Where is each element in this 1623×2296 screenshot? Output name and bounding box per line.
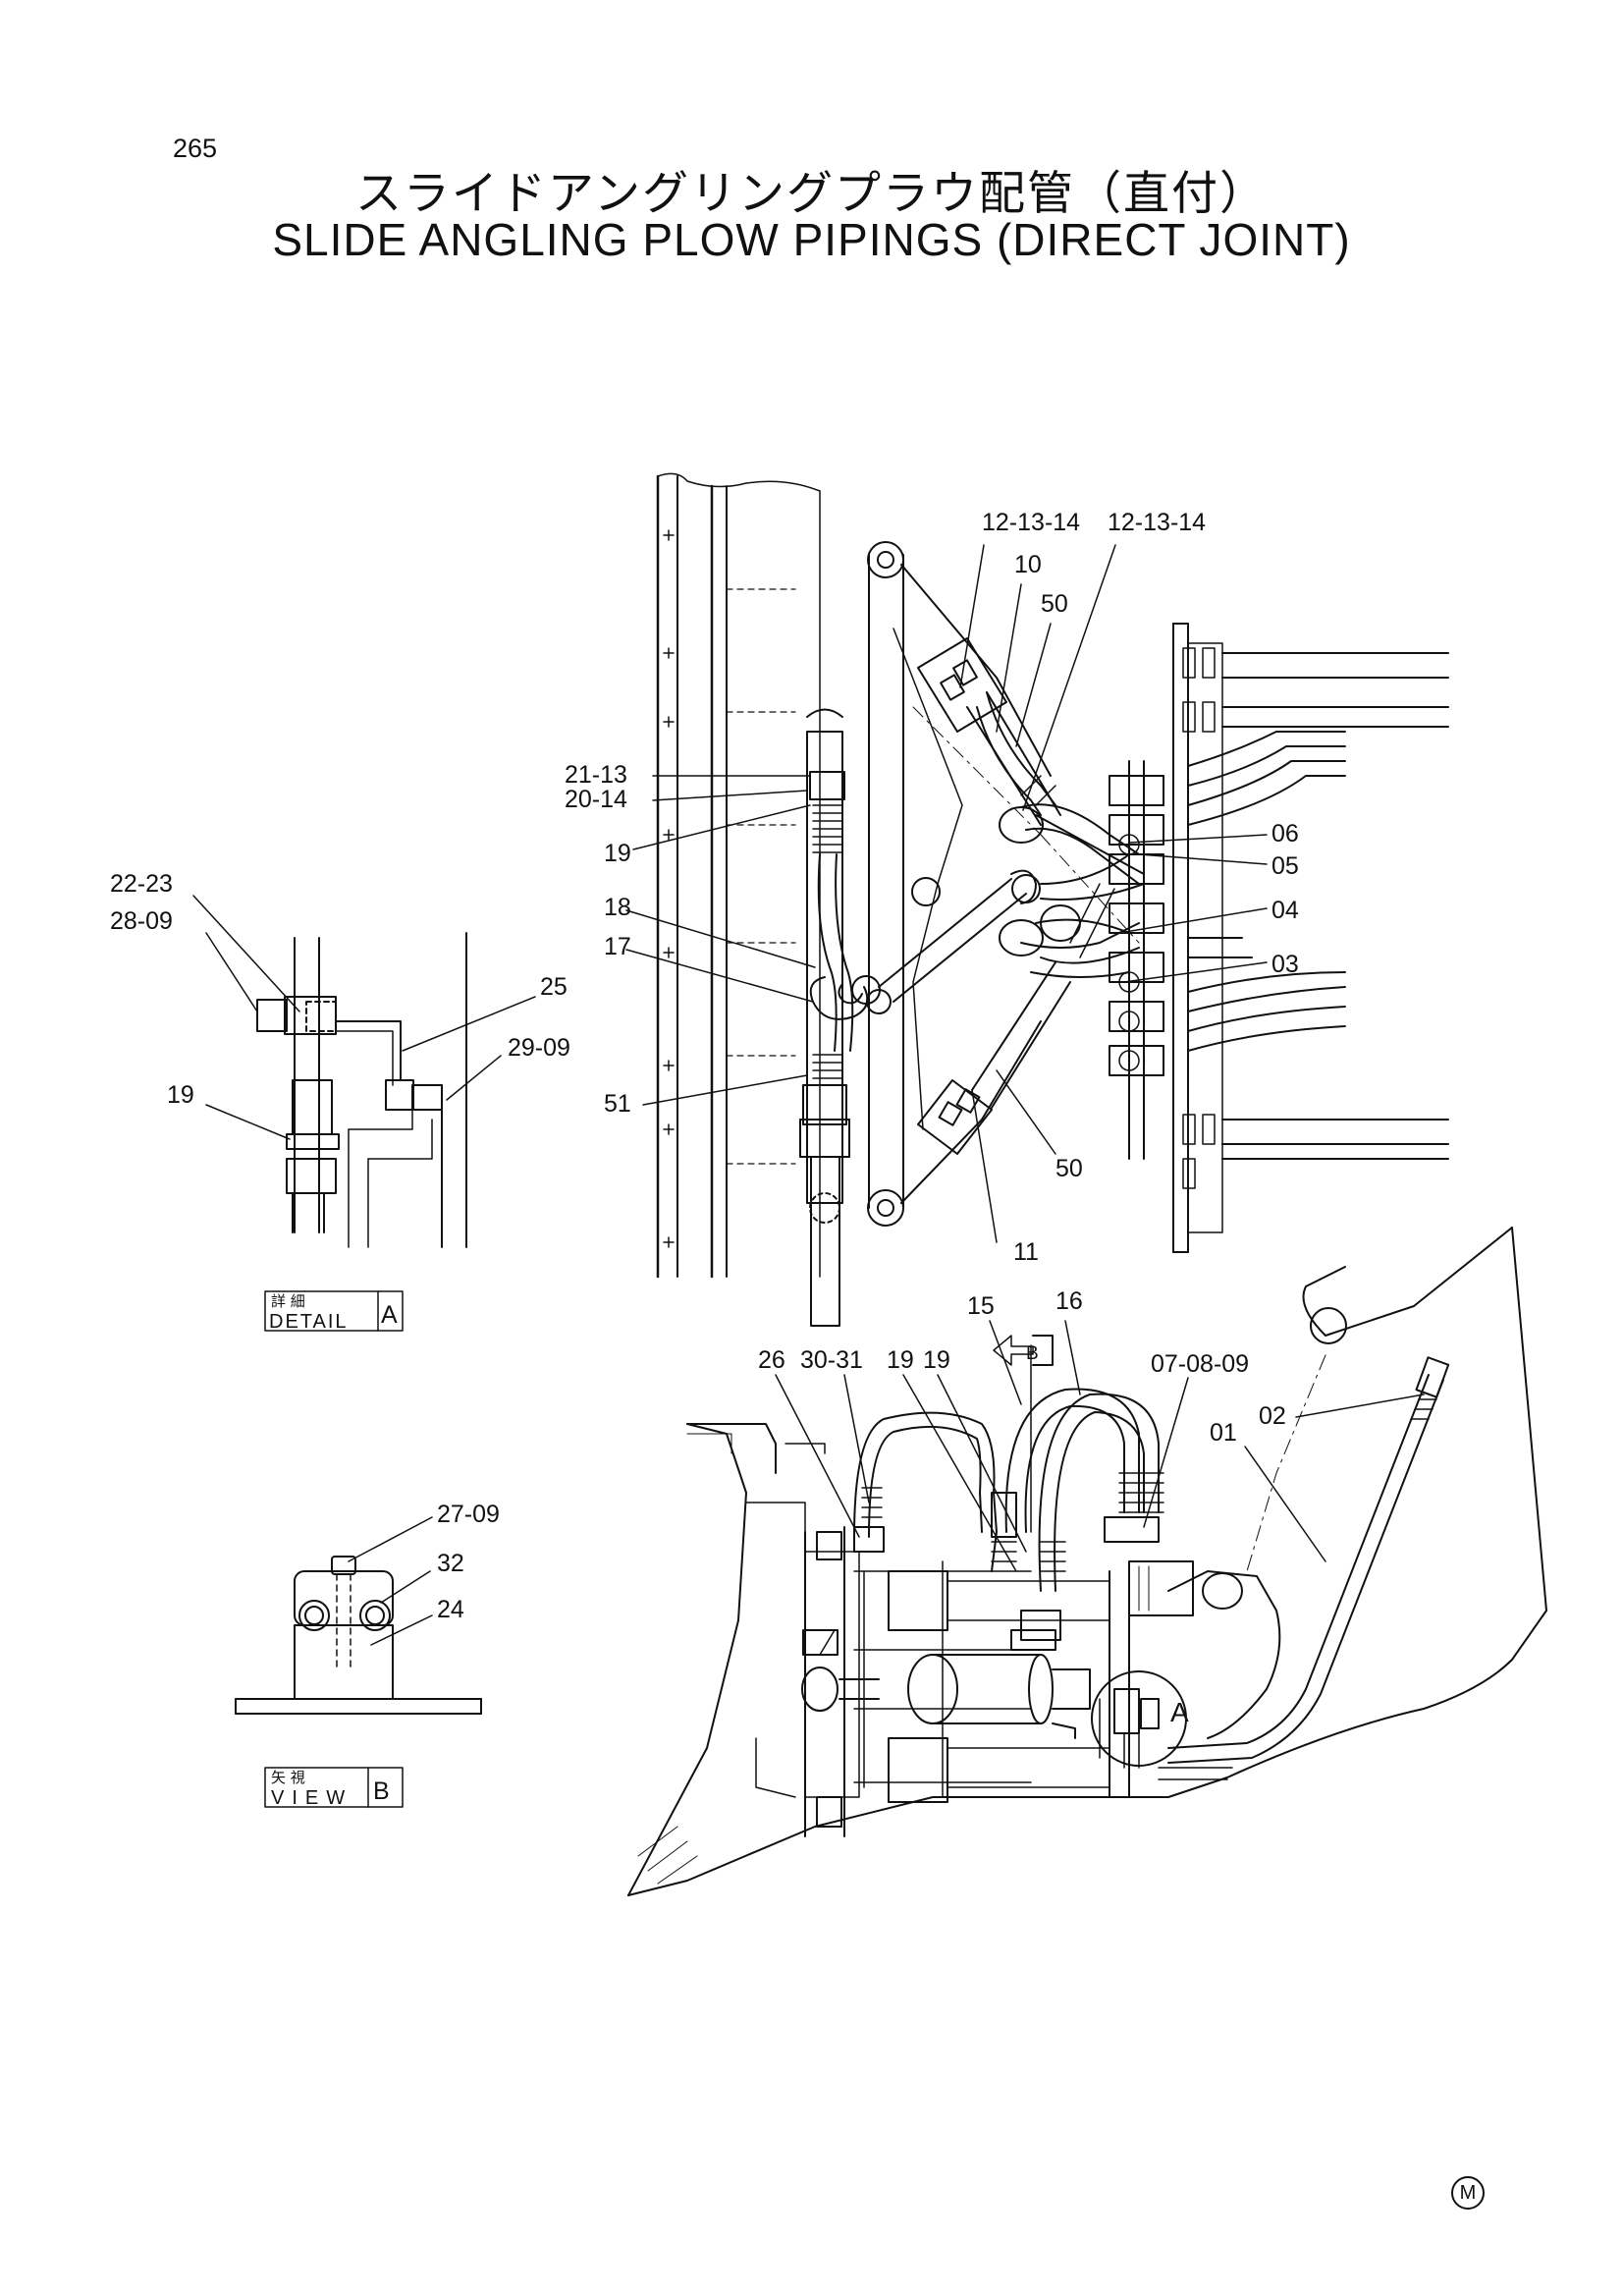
callout-05: 05 xyxy=(1271,852,1299,880)
callout-28-09: 28-09 xyxy=(110,907,173,935)
callout-30-31: 30-31 xyxy=(800,1346,863,1374)
callout-15: 15 xyxy=(967,1292,995,1320)
callout-04: 04 xyxy=(1271,897,1299,924)
detail-a-leaders xyxy=(192,895,536,1140)
detail-a-marker: A xyxy=(1170,1697,1189,1727)
detail-a-view xyxy=(256,932,467,1248)
callout-21-13: 21-13 xyxy=(565,761,627,789)
callout-07-08-09: 07-08-09 xyxy=(1151,1350,1249,1378)
callout-16: 16 xyxy=(1055,1287,1083,1315)
callout-11: 11 xyxy=(1013,1238,1039,1266)
callout-03: 03 xyxy=(1271,951,1299,978)
detail-a-caption-en: DETAIL xyxy=(269,1311,349,1333)
view-b-arrow-letter: B xyxy=(1026,1343,1039,1364)
lower-view-leaders xyxy=(775,1320,1425,1572)
callout-01: 01 xyxy=(1210,1419,1237,1447)
callout-10: 10 xyxy=(1014,551,1042,578)
lower-view xyxy=(627,1227,1547,1896)
callout-19-detail: 19 xyxy=(167,1081,194,1109)
callout-19-lower-b: 19 xyxy=(923,1346,950,1374)
detail-a-caption: 詳 細 DETAIL A xyxy=(264,1290,404,1333)
callout-32: 32 xyxy=(437,1550,464,1577)
view-b-callouts: 27-09 32 24 xyxy=(437,1501,500,1623)
page-number: 265 xyxy=(173,134,218,163)
callout-12-13-14-a: 12-13-14 xyxy=(982,509,1080,536)
callout-06: 06 xyxy=(1271,820,1299,847)
lower-view-callouts: 15 16 26 30-31 19 19 07-08-09 02 01 A B xyxy=(758,1287,1286,1727)
detail-a-callouts: 22-23 28-09 25 29-09 19 xyxy=(110,870,570,1109)
callout-29-09: 29-09 xyxy=(508,1034,570,1062)
callout-24: 24 xyxy=(437,1596,464,1623)
main-view xyxy=(656,472,1449,1327)
callout-17: 17 xyxy=(604,933,631,960)
view-b-view xyxy=(235,1556,482,1715)
title-english: SLIDE ANGLING PLOW PIPINGS (DIRECT JOINT… xyxy=(272,214,1351,265)
corner-mark: M xyxy=(1451,2176,1485,2210)
view-b-caption-letter: B xyxy=(373,1777,390,1805)
callout-22-23: 22-23 xyxy=(110,870,173,898)
main-view-leaders xyxy=(625,544,1268,1243)
callout-12-13-14-b: 12-13-14 xyxy=(1108,509,1206,536)
callout-27-09: 27-09 xyxy=(437,1501,500,1528)
callout-25: 25 xyxy=(540,973,568,1001)
view-b-caption-en: VIEW xyxy=(271,1787,352,1809)
callout-19-lower-a: 19 xyxy=(887,1346,914,1374)
detail-a-caption-jp: 詳 細 xyxy=(271,1292,305,1310)
callout-02: 02 xyxy=(1259,1402,1286,1430)
callout-51: 51 xyxy=(604,1090,631,1118)
view-b-caption: 矢 視 VIEW B xyxy=(264,1767,404,1809)
callout-19-main: 19 xyxy=(604,840,631,867)
main-view-callouts: 12-13-14 12-13-14 10 50 21-13 20-14 19 1… xyxy=(565,509,1299,1266)
view-b-leaders xyxy=(348,1516,433,1646)
callout-50-lower: 50 xyxy=(1055,1155,1083,1182)
callout-18: 18 xyxy=(604,894,631,921)
title-japanese: スライドアングリングプラウ配管（直付） xyxy=(354,167,1269,221)
callout-50-upper: 50 xyxy=(1041,590,1068,618)
callout-26: 26 xyxy=(758,1346,785,1374)
detail-a-caption-letter: A xyxy=(381,1301,398,1329)
callout-20-14: 20-14 xyxy=(565,786,627,813)
view-b-caption-jp: 矢 視 xyxy=(271,1769,305,1786)
